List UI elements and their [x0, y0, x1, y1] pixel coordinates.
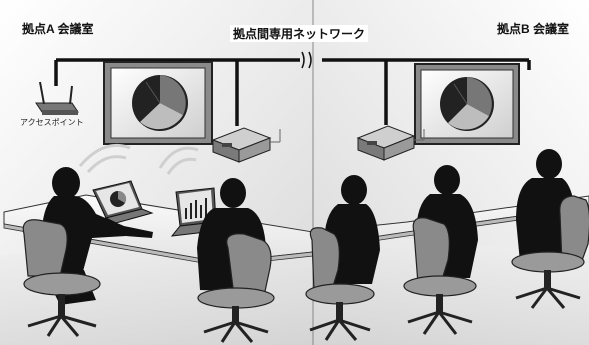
chair-b1 — [305, 227, 375, 341]
network-line — [54, 58, 531, 126]
chair-b2 — [403, 217, 477, 335]
room-b-label: 拠点B 会議室 — [497, 22, 570, 36]
conference-unit-a — [211, 127, 281, 163]
laptop-a1 — [92, 180, 154, 224]
display-a — [103, 61, 213, 145]
display-b — [414, 63, 520, 145]
wifi-signal-icon — [78, 143, 199, 175]
chair-b3 — [511, 195, 589, 309]
room-a-label: 拠点A 会議室 — [22, 22, 94, 36]
access-point-icon — [35, 81, 79, 115]
network-break-icon — [301, 51, 312, 69]
network-label: 拠点間専用ネットワーク — [230, 25, 369, 42]
chair-a2 — [197, 233, 275, 343]
access-point-label: アクセスポイント — [20, 118, 84, 127]
conference-unit-b — [356, 125, 425, 161]
chair-a1 — [22, 219, 101, 337]
